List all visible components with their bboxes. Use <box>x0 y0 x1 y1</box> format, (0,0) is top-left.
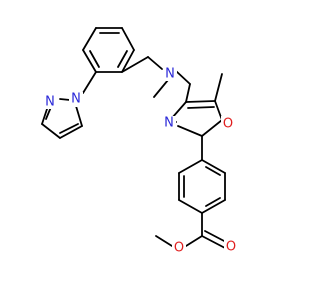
molecule-structure: N N O N N O O <box>41 27 238 256</box>
oxazole-ring <box>171 100 223 137</box>
atom-label: O <box>174 241 184 256</box>
atom-oxazole-o: O <box>221 116 235 132</box>
benzyl-ring <box>82 27 135 73</box>
bond-amine-ch2 <box>175 70 191 85</box>
atom-pyrazole-n1: N <box>69 92 83 107</box>
atom-label: N <box>164 116 174 131</box>
atom-label: N <box>45 95 55 110</box>
atom-label: N <box>71 92 81 107</box>
atom-oxazole-n: N <box>162 116 176 131</box>
bond-ch2-amine <box>147 56 163 70</box>
bond-ring-pyrazole <box>82 71 97 94</box>
bond-carbonyl-o-double <box>204 230 227 243</box>
benzoate-ring <box>178 159 226 214</box>
atom-label: N <box>165 67 175 82</box>
bond-ring-ch2 <box>121 56 149 73</box>
atom-ester-carbonyl-o: O <box>224 240 238 255</box>
molecule-diagram: N N O N N O O <box>41 27 238 256</box>
bond-ch2-oxazole <box>185 83 191 103</box>
atom-label: O <box>223 117 233 132</box>
bond-carbonyl-o <box>201 235 226 249</box>
bond-oxazole-methyl <box>214 73 223 102</box>
atom-label: O <box>226 240 236 255</box>
bond-carbonyl-ether <box>185 235 203 247</box>
atom-amine-n: N <box>163 66 177 82</box>
atom-pyrazole-n2: N <box>43 94 57 110</box>
bond-amine-methyl <box>153 79 169 98</box>
atom-ester-ether-o: O <box>172 240 186 256</box>
bond-ether-methyl <box>155 235 173 247</box>
